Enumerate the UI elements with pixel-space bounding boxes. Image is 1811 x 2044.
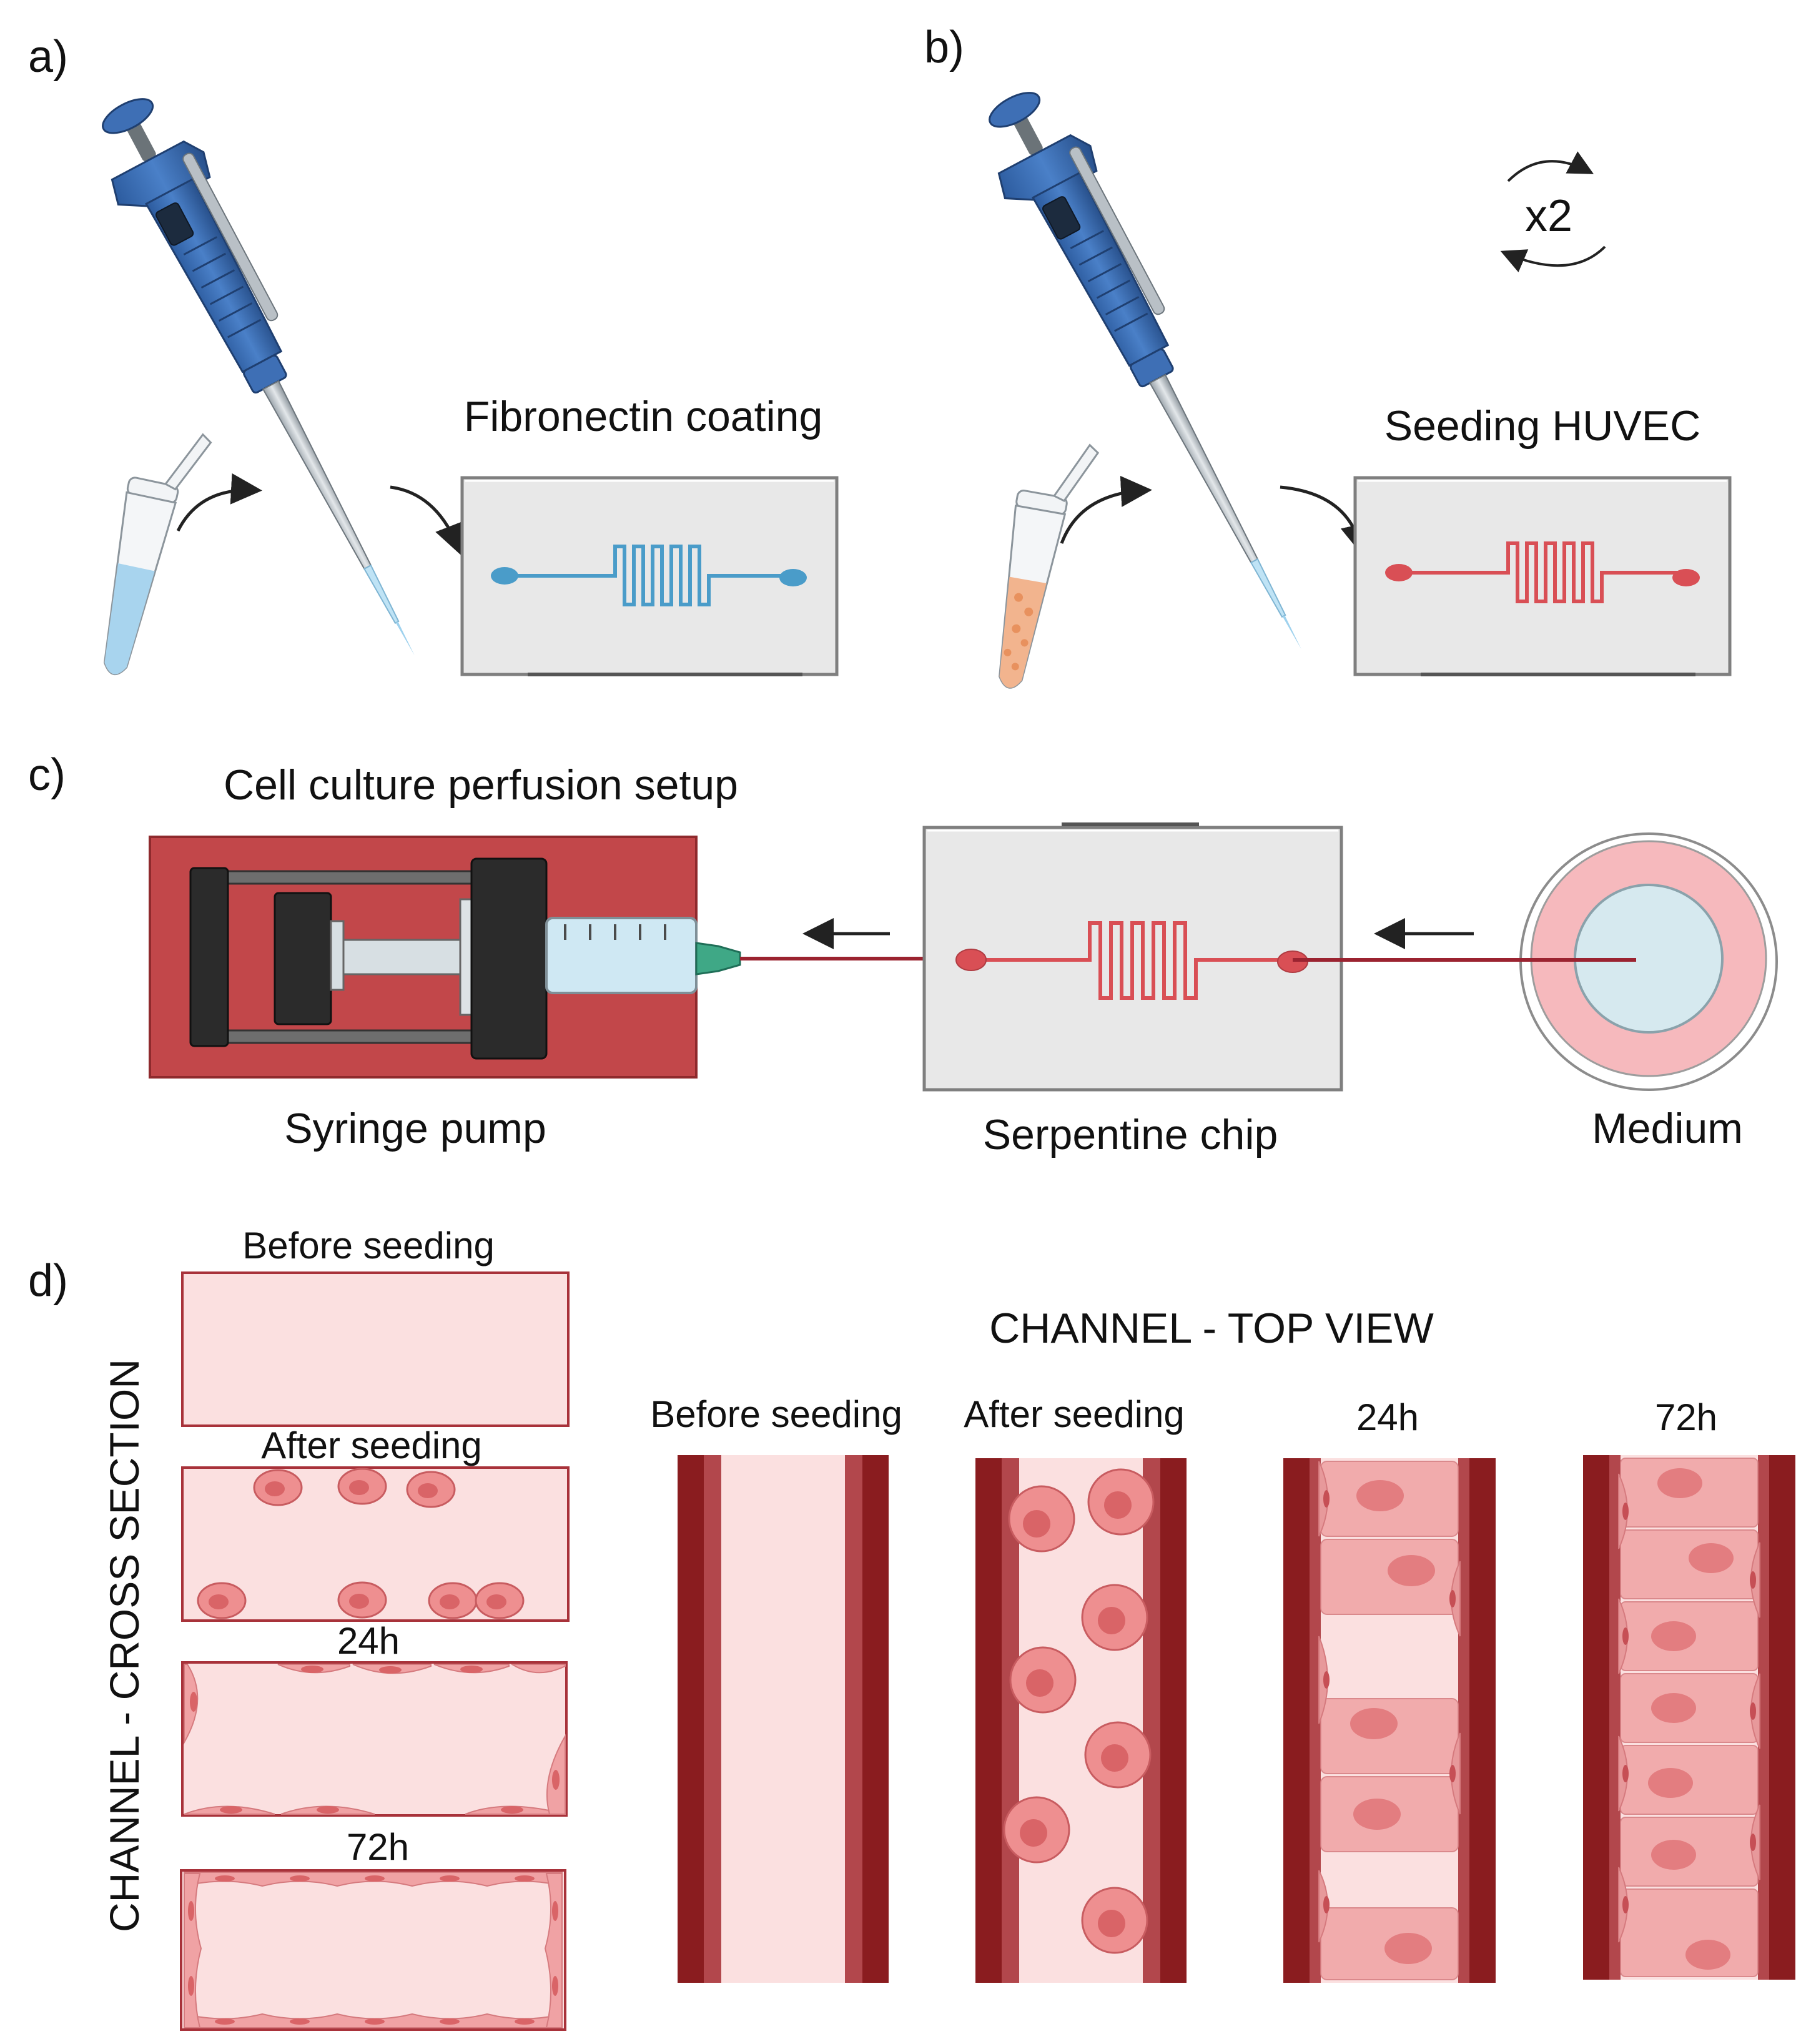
transfer-arrow-b	[1060, 475, 1152, 544]
panel-a-title: Fibronectin coating	[464, 393, 823, 440]
panel-c-title: Cell culture perfusion setup	[224, 761, 738, 809]
medium-label: Medium	[1592, 1105, 1743, 1152]
pump-label: Syringe pump	[284, 1105, 546, 1152]
serpentine-channel-c	[971, 921, 1296, 1000]
inlet-port-b	[1385, 564, 1413, 581]
outlet-port-a	[779, 569, 807, 586]
chip-label: Serpentine chip	[983, 1111, 1278, 1158]
panel-a: a) Fibronectin coating	[28, 32, 839, 685]
chip-outlet-port	[955, 949, 987, 971]
tv-label-72h: 72h	[1655, 1396, 1717, 1438]
dispense-arrow-b	[1280, 485, 1371, 556]
transfer-arrow-a	[176, 473, 262, 532]
tv-label-after: After seeding	[964, 1393, 1185, 1435]
cs-before-seeding	[181, 1271, 570, 1427]
panel-d: d) CHANNEL - CROSS SECTION Before seedin…	[28, 1225, 1795, 2031]
chip-b	[1353, 476, 1732, 676]
top-view-title: CHANNEL - TOP VIEW	[989, 1305, 1434, 1352]
inlet-port-a	[491, 567, 518, 585]
syringe-pump	[149, 836, 741, 1079]
tv-after-seeding	[975, 1458, 1187, 1983]
panel-b-title: Seeding HUVEC	[1384, 402, 1700, 450]
cs-24h	[181, 1661, 568, 1817]
tv-label-24h: 24h	[1356, 1396, 1419, 1438]
dispense-arrow-a	[390, 485, 465, 556]
tv-before-seeding	[678, 1455, 889, 1983]
cs-after-seeding	[181, 1466, 570, 1622]
tube-a-icon	[88, 420, 214, 685]
cross-section-title: CHANNEL - CROSS SECTION	[101, 1359, 147, 1932]
cs-label-24h: 24h	[337, 1620, 400, 1662]
repeat-icon: x2	[1500, 151, 1606, 272]
chip-a	[460, 476, 839, 676]
medium-dish-icon	[1519, 832, 1778, 1091]
panel-a-letter: a)	[28, 32, 68, 82]
tube-b-icon	[983, 433, 1100, 697]
tv-72h	[1583, 1455, 1795, 1980]
repeat-label: x2	[1525, 191, 1572, 241]
serpentine-channel-b	[1399, 541, 1683, 603]
cs-label-72h: 72h	[347, 1826, 409, 1868]
outlet-port-b	[1672, 569, 1700, 586]
serpentine-channel-a	[506, 545, 790, 606]
tv-label-before: Before seeding	[650, 1393, 902, 1435]
cs-label-before: Before seeding	[242, 1225, 495, 1266]
tv-24h	[1283, 1458, 1496, 1983]
cs-label-after: After seeding	[261, 1424, 482, 1466]
cs-72h	[180, 1869, 566, 2031]
panel-b: b) x2 Seeding HUVEC	[924, 22, 1732, 697]
serpentine-chip	[922, 822, 1343, 1092]
panel-c: c) Cell culture perfusion setup Syringe …	[28, 750, 1778, 1158]
panel-d-letter: d)	[28, 1256, 68, 1306]
panel-c-letter: c)	[28, 750, 66, 800]
panel-b-letter: b)	[924, 22, 964, 72]
